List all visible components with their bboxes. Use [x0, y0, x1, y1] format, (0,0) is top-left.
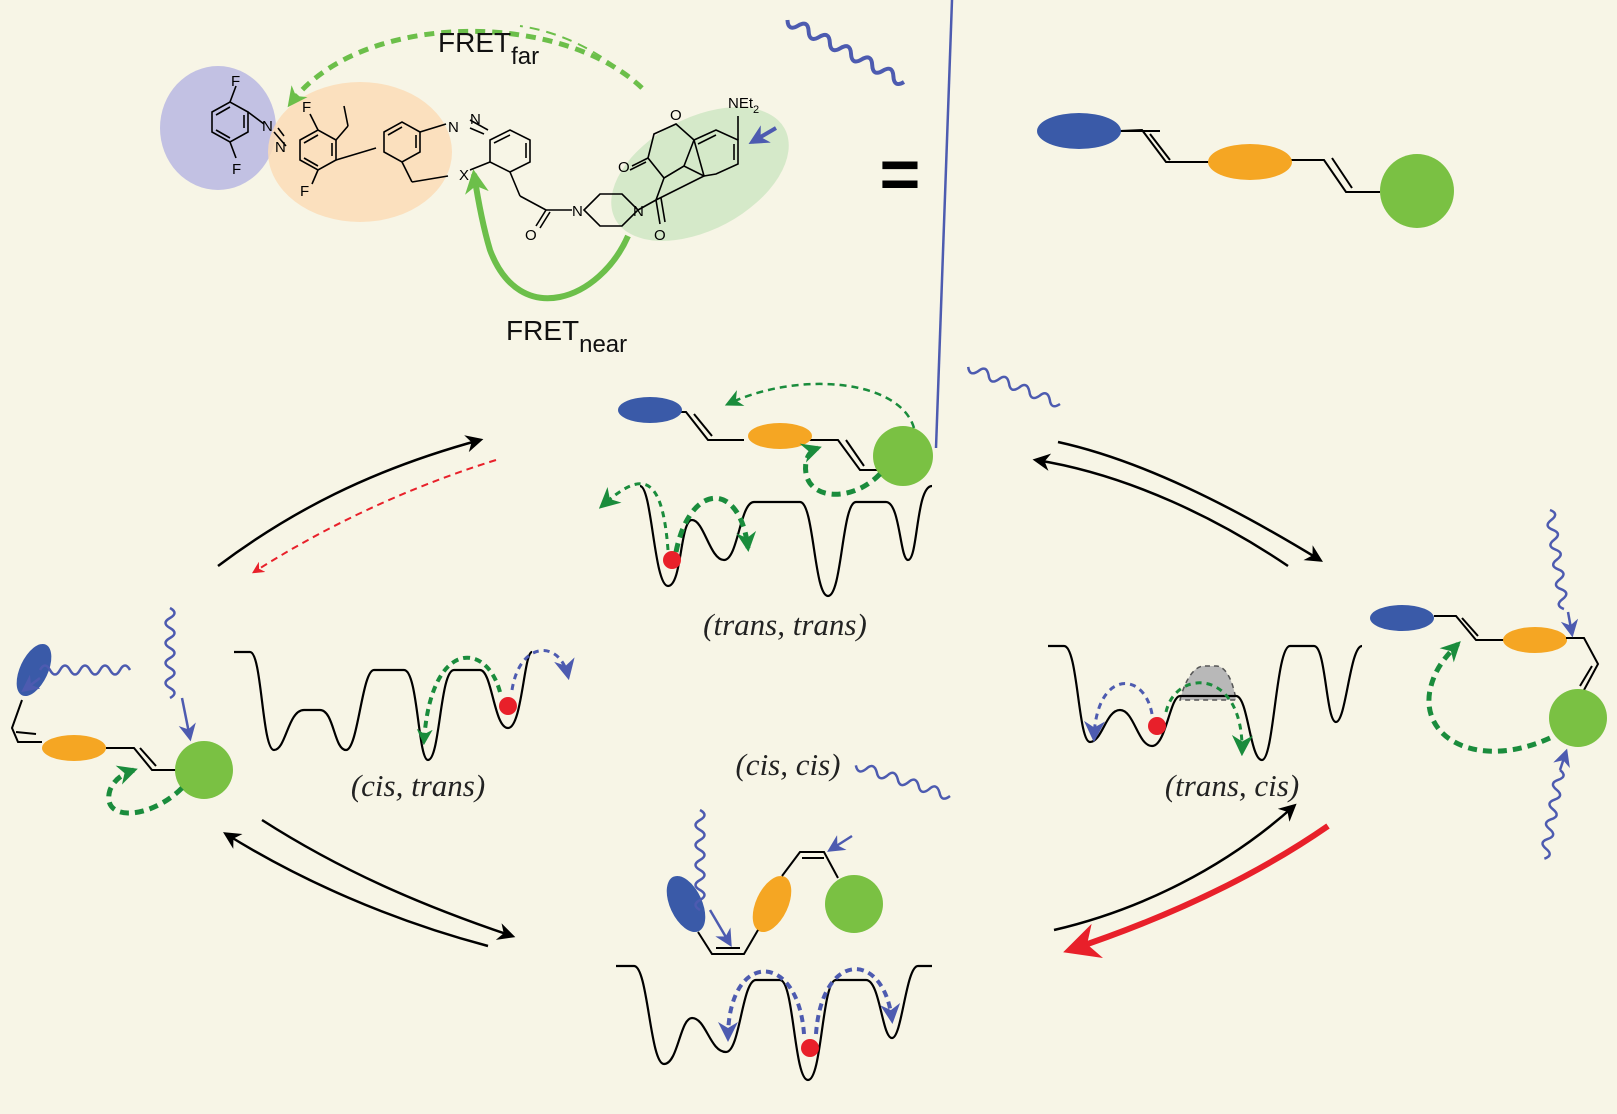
tc-light-wave-top — [1546, 508, 1568, 611]
atom-n3: N — [448, 119, 459, 136]
cc-light-wave-horizontal — [854, 764, 951, 800]
label-trans-trans: (trans, trans) — [703, 607, 867, 642]
ct-light-wave-horizontal — [38, 664, 132, 676]
state-cis-trans: (cis, trans) — [10, 606, 575, 816]
tt-green-hop-left — [598, 482, 670, 551]
tt-orange-unit — [748, 423, 812, 449]
equals-sign: = — [880, 135, 921, 213]
label-trans-cis: (trans, cis) — [1165, 768, 1299, 803]
structure-atom-labels: F F N N F F N N X O N N O O O NEt2 — [231, 73, 759, 244]
light-arrow — [748, 125, 778, 145]
atom-n4: N — [470, 111, 481, 128]
tc-blue-unit — [1370, 605, 1434, 631]
atom-o3: O — [618, 159, 630, 176]
fret-far-label: FRETfar — [438, 27, 539, 70]
tc-population-dot — [1148, 717, 1166, 735]
cc-light-wave-vertical — [694, 808, 706, 912]
arrow-ciscis-to-cistrans — [223, 832, 489, 948]
schematic-green-unit — [1380, 154, 1454, 228]
label-cis-cis: (cis, cis) — [735, 747, 840, 782]
fret-far-tail — [519, 25, 643, 89]
tt-blue-unit — [618, 397, 682, 423]
atom-f3: F — [302, 99, 311, 116]
cc-blue-hop-right — [814, 967, 901, 1035]
atom-net2: NEt2 — [728, 95, 759, 116]
atom-n2: N — [275, 139, 286, 156]
tc-green-hop — [1164, 681, 1253, 757]
cc-blue-hop-left — [718, 969, 806, 1042]
tt-population-dot — [663, 551, 681, 569]
atom-o2: O — [654, 227, 666, 244]
cc-energy-landscape — [616, 964, 932, 1082]
light-wave-icon — [785, 19, 906, 87]
ct-green-hop — [416, 655, 502, 746]
tc-blue-hop — [1084, 682, 1154, 743]
tt-energy-landscape — [639, 484, 933, 598]
ct-population-dot — [499, 697, 517, 715]
tc-green-unit — [1549, 689, 1607, 747]
tt-light-wave-icon — [966, 366, 1061, 408]
fret-near-arrow — [465, 169, 631, 302]
tt-fret-near-arrow — [799, 443, 882, 497]
schematic-molecule — [1037, 113, 1454, 228]
ct-blue-hop — [510, 649, 575, 691]
arrow-transcis-to-transtrans — [1032, 453, 1289, 568]
arrow-cistrans-to-transtrans — [217, 435, 484, 568]
state-trans-trans: (trans, trans) — [598, 0, 1061, 642]
tc-energy-landscape — [1048, 644, 1363, 762]
atom-n5: N — [572, 203, 583, 220]
state-cis-cis: (cis, cis) — [616, 747, 951, 1082]
tc-light-wave-bottom — [1541, 769, 1565, 860]
tt-green-hop-right — [673, 495, 757, 553]
arrow-ciscis-to-transcis — [1053, 803, 1297, 932]
atom-x: X — [459, 167, 469, 184]
tc-fret-far-arrow — [1426, 641, 1552, 754]
atom-n1: N — [262, 118, 273, 135]
structure-bonds — [211, 85, 739, 229]
schematic-blue-unit — [1037, 113, 1121, 149]
cc-green-unit — [825, 875, 883, 933]
atom-f4: F — [300, 183, 309, 200]
cc-population-dot — [801, 1039, 819, 1057]
ct-orange-unit — [42, 735, 106, 761]
cc-orange-unit — [752, 875, 792, 933]
arrow-transtrans-to-transcis — [1057, 440, 1323, 562]
atom-o4: O — [670, 107, 682, 124]
atom-f2: F — [232, 161, 241, 178]
arrow-transcis-to-ciscis-red — [1063, 823, 1330, 958]
arrow-transtrans-to-cistrans-red — [251, 459, 497, 574]
cycle-arrows — [217, 435, 1330, 958]
fret-near-label: FRETnear — [506, 315, 627, 358]
cc-blue-unit — [666, 875, 706, 933]
blue-highlight — [160, 66, 276, 190]
state-trans-cis: (trans, cis) — [1048, 508, 1607, 860]
arrow-cistrans-to-ciscis — [261, 818, 516, 940]
ct-fret-near-arrow — [106, 765, 184, 816]
tt-green-unit — [873, 426, 933, 486]
tc-orange-unit — [1503, 627, 1567, 653]
atom-n6: N — [633, 203, 644, 220]
ct-light-wave-vertical — [164, 606, 176, 700]
ct-energy-landscape — [234, 650, 534, 762]
tt-fret-far-arrow — [724, 382, 916, 429]
atom-f1: F — [231, 73, 240, 90]
ct-green-unit — [175, 741, 233, 799]
chemical-structure: F F N N F F N N X O N N O O O NEt2 FRETf… — [160, 19, 906, 358]
atom-o1: O — [525, 227, 537, 244]
schematic-orange-unit — [1208, 144, 1292, 180]
fret-far-arrow — [287, 28, 644, 108]
label-cis-trans: (cis, trans) — [351, 768, 485, 803]
